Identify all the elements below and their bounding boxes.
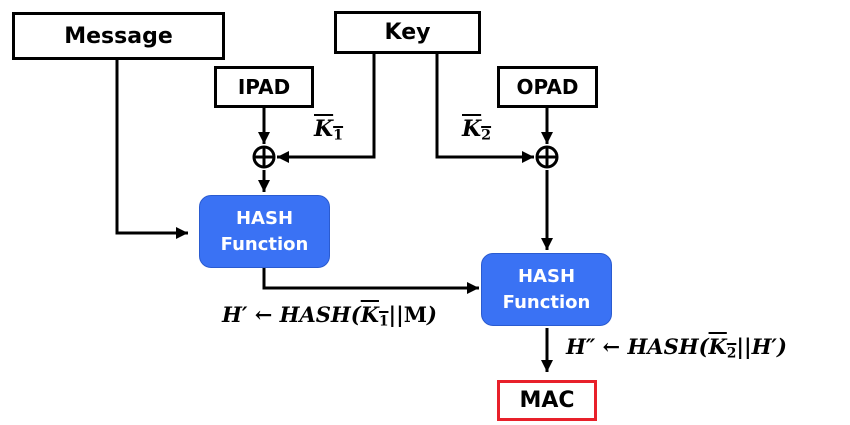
- xor1-icon: [252, 145, 276, 169]
- hash-function-2: HASH Function: [481, 253, 612, 326]
- key-box: Key: [334, 11, 481, 54]
- hash1-line2: Function: [220, 233, 309, 255]
- ipad-label: IPAD: [237, 75, 291, 99]
- key-label: Key: [384, 20, 431, 45]
- ipad-box: IPAD: [214, 66, 314, 108]
- mac-label: MAC: [519, 388, 575, 413]
- edge-hash1-to-hash2: [262, 268, 479, 294]
- xor2-icon: [535, 145, 559, 169]
- h-prime-equation: H′ ← HASH(K1||M): [222, 302, 437, 330]
- message-label: Message: [64, 23, 173, 49]
- hash-function-1: HASH Function: [199, 195, 330, 268]
- opad-box: OPAD: [497, 66, 598, 108]
- hash2-line2: Function: [502, 291, 591, 313]
- k1-label: K1: [314, 116, 344, 144]
- k2-label: K2: [462, 116, 492, 144]
- mac-box: MAC: [497, 380, 597, 421]
- edge-message-to-hash1: [115, 59, 188, 239]
- hash1-line1: HASH: [235, 207, 294, 229]
- edge-key-to-xor1: [277, 53, 376, 163]
- message-box: Message: [12, 12, 225, 60]
- hash2-line1: HASH: [517, 265, 576, 287]
- edge-key-to-xor2: [435, 53, 534, 163]
- h-double-prime-equation: H″ ← HASH(K2||H′): [566, 334, 787, 362]
- opad-label: OPAD: [516, 75, 579, 99]
